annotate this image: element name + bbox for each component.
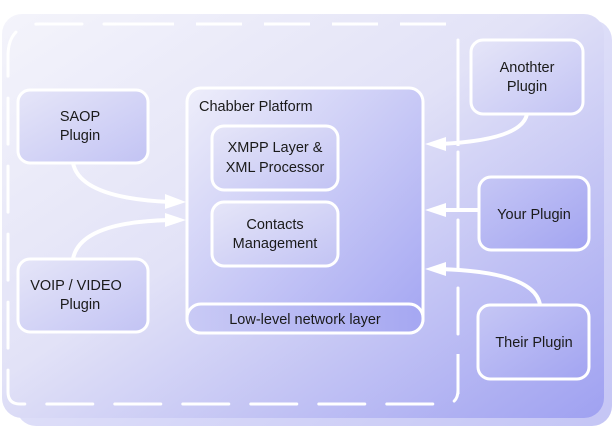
arrow-saop-to-platform — [71, 162, 186, 209]
arrow-their-to-platform — [425, 262, 542, 306]
plugin-voip-line1: VOIP / VIDEO — [30, 278, 122, 294]
module-contacts-line1: Contacts — [246, 217, 303, 233]
plugin-voip-video — [16, 257, 150, 334]
module-contacts-line2: Management — [233, 236, 318, 252]
module-contacts — [210, 200, 340, 268]
plugin-their-label: Their Plugin — [495, 335, 572, 351]
arrow-your-to-platform — [425, 203, 479, 217]
core-boundary-dashed — [6, 22, 460, 406]
plugin-saop-line1: SAOP — [60, 109, 100, 125]
plugin-your — [477, 175, 591, 252]
module-xmpp-line2: XML Processor — [226, 160, 325, 176]
plugin-saop — [16, 88, 150, 165]
platform-title: Chabber Platform — [199, 99, 313, 115]
network-layer-label: Low-level network layer — [229, 312, 381, 328]
plugin-your-label: Your Plugin — [497, 207, 571, 223]
arrow-voip-to-platform — [71, 213, 186, 260]
plugin-voip-line2: Plugin — [60, 297, 100, 313]
plugin-their — [476, 303, 591, 381]
plugin-another — [469, 38, 585, 116]
plugin-another-line2: Plugin — [507, 79, 547, 95]
network-layer — [185, 302, 425, 335]
arrow-another-to-platform — [425, 113, 529, 151]
plugin-another-line1: Anothter — [500, 60, 555, 76]
module-xmpp — [210, 124, 340, 192]
plugin-saop-line2: Plugin — [60, 128, 100, 144]
module-xmpp-line1: XMPP Layer & — [228, 140, 323, 156]
